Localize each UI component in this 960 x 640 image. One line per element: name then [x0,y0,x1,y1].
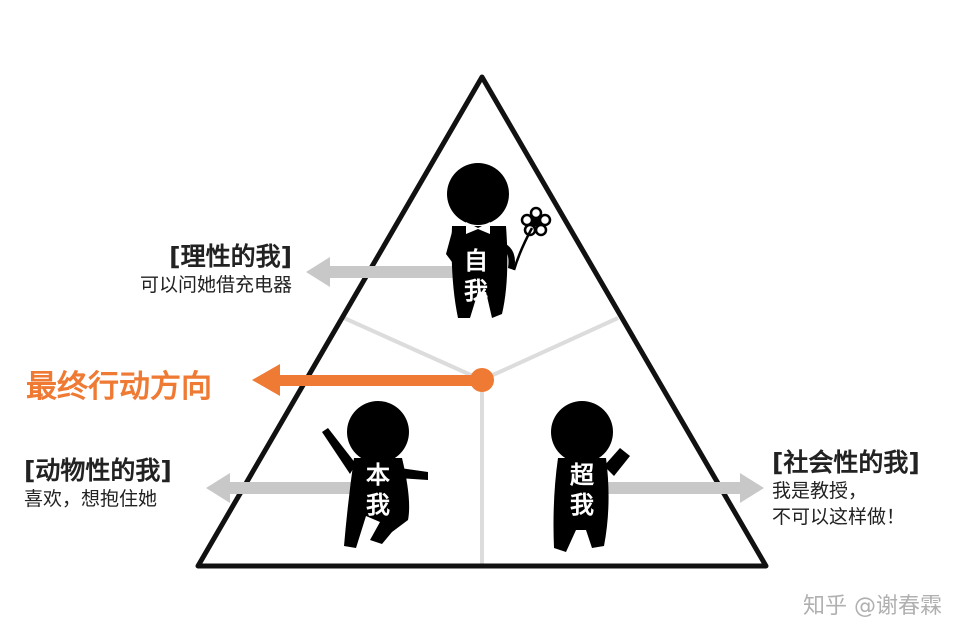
ego-figure-text-top: 自 [464,247,488,275]
flower-petal-2 [538,213,552,227]
final-direction-label: 最终行动方向 [26,369,212,405]
id-figure-text-bottom: 我 [366,491,390,519]
ego-figure-label: 自 我 [456,246,496,306]
id-head [347,401,409,463]
ego-figure-text-bottom: 我 [464,277,488,305]
id-heading: [动物性的我] [24,456,172,485]
superego-label: [社会性的我] 我是教授， 不可以这样做！ [772,448,920,530]
gray-arrows [206,257,764,503]
ego-heading: [理性的我] [169,242,292,271]
final-arrow-head [252,364,280,396]
id-subtext: 喜欢，想抱住她 [24,488,158,510]
watermark: 知乎 @谢春霖 [803,594,942,619]
ego-hand [504,244,515,270]
final-arrow-shaft [276,375,482,386]
divider-right [481,316,619,382]
divider-left [343,316,483,382]
center-dot [470,368,494,392]
ego-head [447,163,509,225]
flower-stem [512,227,534,271]
id-figure-label: 本 我 [358,460,398,520]
flower-petal-1 [529,206,543,220]
superego-figure [551,401,630,552]
superego-figure-label: 超 我 [562,460,602,520]
final-direction-arrow [252,364,494,396]
ego-label: [理性的我] 可以问她借充电器 [100,242,292,298]
ego-body [451,226,508,318]
superego-figure-text-top: 超 [570,461,594,489]
id-figure-text-top: 本 [366,461,390,489]
id-label: [动物性的我] 喜欢，想抱住她 [24,456,172,512]
flower-petal-3 [534,223,548,237]
superego-arrow-head [740,473,764,503]
triangle-dividers [343,316,619,566]
ego-subtext: 可以问她借充电器 [139,274,292,296]
id-figure [322,401,428,548]
id-body [344,458,410,548]
superego-head [551,401,613,463]
superego-heading: [社会性的我] [772,448,920,477]
superego-figure-text-bottom: 我 [570,491,594,519]
id-arm-left [322,428,356,474]
superego-arm [604,448,630,476]
id-arrow-shaft [226,482,362,494]
id-arrow-head [206,473,230,503]
superego-arrow-shaft [600,482,742,494]
superego-body [553,458,609,552]
ego-arm [446,232,458,262]
ego-arrow-head [306,257,330,287]
pyramid-triangle [195,74,769,569]
ego-arrow-shaft [326,266,460,278]
bow-tie-icon [466,222,490,234]
superego-subtext-line2: 不可以这样做！ [772,506,906,528]
superego-subtext-line1: 我是教授， [772,480,868,502]
flower-icon [520,206,552,237]
id-arm-right [398,468,428,480]
flower-petal-5 [520,213,534,227]
ego-figure [446,163,534,318]
